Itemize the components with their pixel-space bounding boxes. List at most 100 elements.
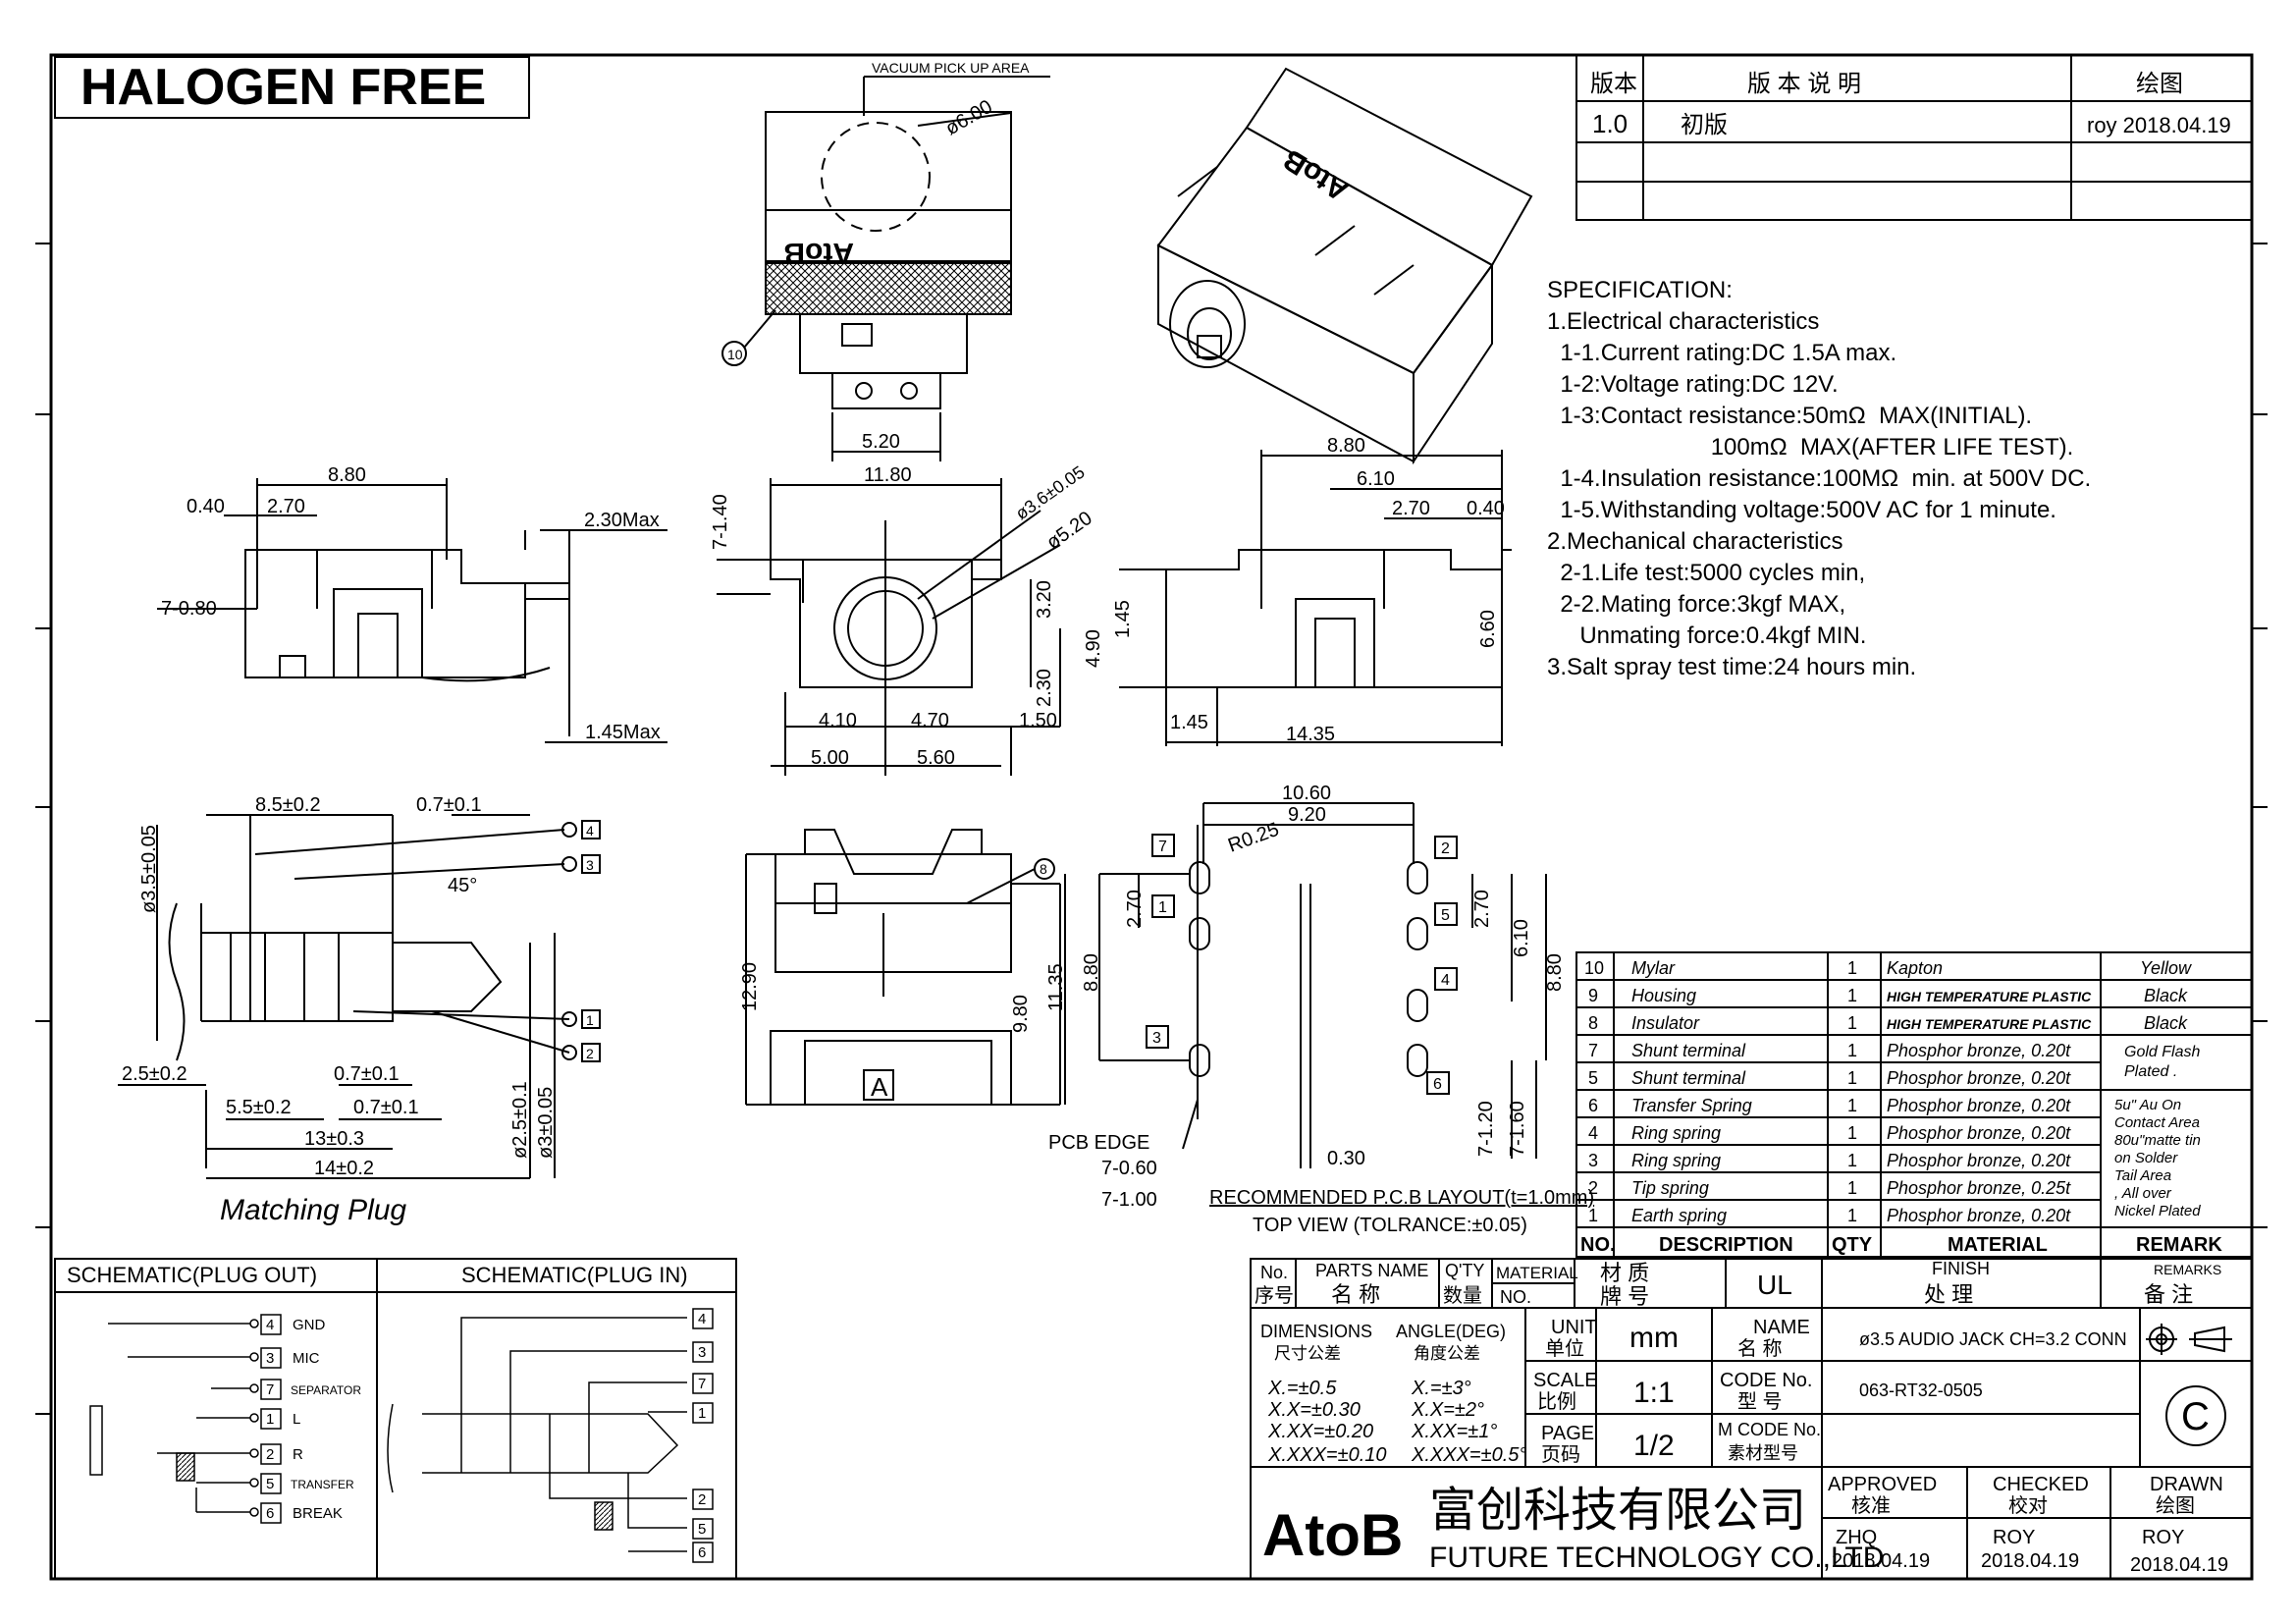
side-dim: 1.45Max bbox=[585, 722, 661, 743]
bom-no: 5 bbox=[1588, 1068, 1598, 1088]
spec-line: Unmating force:0.4kgf MIN. bbox=[1547, 623, 1866, 649]
tb-scale-cn: 比例 bbox=[1537, 1390, 1576, 1413]
bom-qty: 1 bbox=[1847, 958, 1857, 978]
bom-remark-plating: on Solder bbox=[2114, 1150, 2178, 1166]
rear-dim: 0.40 bbox=[1467, 498, 1505, 519]
sch-out-pin: 1 bbox=[266, 1411, 274, 1428]
spec-line: 2.Mechanical characteristics bbox=[1547, 528, 1842, 555]
schematic-in-title: SCHEMATIC(PLUG IN) bbox=[461, 1263, 688, 1287]
bom-desc: Shunt terminal bbox=[1631, 1068, 1746, 1088]
bom-mat: Phosphor bronze, 0.20t bbox=[1887, 1206, 2071, 1225]
pcb-caption: TOP VIEW (TOLRANCE:±0.05) bbox=[1253, 1215, 1527, 1236]
bom-mat: Phosphor bronze, 0.20t bbox=[1887, 1096, 2071, 1115]
plug-dim: 14±0.2 bbox=[314, 1158, 374, 1179]
schematic-grid bbox=[54, 1258, 737, 1580]
front-dim: 2.30 bbox=[1034, 669, 1055, 707]
pcb-edge-label: PCB EDGE bbox=[1048, 1132, 1149, 1154]
pcb-dim: 7-1.20 bbox=[1475, 1101, 1497, 1157]
schematic-out-wires bbox=[89, 1314, 282, 1524]
bom-qty: 1 bbox=[1847, 1123, 1857, 1143]
spec-line: 100mΩ MAX(AFTER LIFE TEST). bbox=[1547, 434, 2073, 460]
bom-qty: 1 bbox=[1847, 1206, 1857, 1225]
bom-desc: Transfer Spring bbox=[1631, 1096, 1752, 1115]
tb-no-cn: 序号 bbox=[1255, 1284, 1294, 1307]
rear-dim: 4.90 bbox=[1083, 629, 1104, 668]
spec-line: 1-4.Insulation resistance:100MΩ min. at … bbox=[1547, 465, 2091, 492]
pcb-dim: 7-1.60 bbox=[1507, 1101, 1528, 1157]
pcb-dim: 9.20 bbox=[1288, 804, 1326, 826]
tb-parts: PARTS NAME bbox=[1315, 1261, 1428, 1280]
bom-header-no: NO. bbox=[1580, 1234, 1616, 1256]
rev-header-version: 版本 bbox=[1590, 71, 1637, 97]
tb-tol-ang: X.XX=±1° bbox=[1411, 1421, 1497, 1442]
side-dim: 7-0.80 bbox=[161, 598, 217, 620]
tb-checked-cn: 校对 bbox=[2008, 1494, 2048, 1517]
sch-out-pin: 3 bbox=[266, 1350, 274, 1367]
rear-dim: 2.70 bbox=[1392, 498, 1430, 519]
bom-header-qty: QTY bbox=[1832, 1234, 1873, 1256]
company-en: FUTURE TECHNOLOGY CO.,LTD bbox=[1429, 1542, 1884, 1574]
top-brand: AtoB bbox=[783, 237, 854, 269]
schematic-in-wires bbox=[387, 1308, 714, 1563]
bom-remarks: Gold Flash Plated . 5u" Au On Contact Ar… bbox=[2114, 1044, 2201, 1219]
bom-no: 10 bbox=[1584, 958, 1604, 978]
tb-finish: FINISH bbox=[1932, 1259, 1990, 1278]
plug-dim: 2.5±0.2 bbox=[122, 1063, 187, 1085]
rear-dim: 1.45 bbox=[1170, 712, 1208, 733]
pcb-dim: 7-0.60 bbox=[1101, 1158, 1157, 1179]
pcb-dim: 11.35 bbox=[1045, 963, 1067, 1011]
tb-unit-val: mm bbox=[1629, 1322, 1679, 1354]
bom-no: 3 bbox=[1588, 1151, 1598, 1170]
bom-headers: NO. DESCRIPTION QTY MATERIAL REMARK bbox=[1580, 1234, 2222, 1256]
front-dim: 7-1.40 bbox=[710, 494, 731, 550]
tb-code-cn: 型 号 bbox=[1737, 1390, 1783, 1413]
bom-qty: 1 bbox=[1847, 1096, 1857, 1115]
frame-ticks bbox=[35, 243, 2268, 1415]
schematic-out-title: SCHEMATIC(PLUG OUT) bbox=[67, 1263, 317, 1287]
bottom-mark: A bbox=[871, 1072, 888, 1102]
sch-out-label: SEPARATOR bbox=[291, 1383, 361, 1397]
bom-remark-gold: Gold Flash bbox=[2124, 1044, 2200, 1060]
bom-desc: Shunt terminal bbox=[1631, 1041, 1746, 1060]
pcb-pad-5: 5 bbox=[1441, 907, 1450, 924]
specification: SPECIFICATION: 1.Electrical characterist… bbox=[1547, 277, 2091, 680]
tb-tol-lin: X.XX=±0.20 bbox=[1267, 1421, 1373, 1442]
tb-tol-ang: X.=±3° bbox=[1411, 1378, 1471, 1399]
bom-qty: 1 bbox=[1847, 1068, 1857, 1088]
sch-out-label: R bbox=[293, 1446, 303, 1463]
sch-in-pin: 2 bbox=[698, 1491, 706, 1508]
tb-drawn-by: ROY bbox=[2142, 1527, 2184, 1548]
bom-mat: Phosphor bronze, 0.20t bbox=[1887, 1123, 2071, 1143]
title-block-fields: UNIT 单位 mm SCALE 比例 1:1 PAGE 页码 1/2 NAME… bbox=[1533, 1317, 2210, 1466]
bom-remark-plating: , All over bbox=[2114, 1185, 2172, 1202]
bom-desc: Insulator bbox=[1631, 1013, 1700, 1033]
plug-dim: ø3.5±0.05 bbox=[138, 825, 160, 913]
bom-desc: Ring spring bbox=[1631, 1151, 1721, 1170]
tb-unit: UNIT bbox=[1551, 1317, 1597, 1338]
bom-remark-gold: Plated . bbox=[2124, 1063, 2177, 1080]
bom-mat: HIGH TEMPERATURE PLASTIC bbox=[1887, 989, 2092, 1004]
pcb-dim: 0.30 bbox=[1327, 1148, 1365, 1169]
tb-remarks-cn: 备 注 bbox=[2144, 1282, 2193, 1307]
company-cn: 富创科技有限公司 bbox=[1429, 1485, 1806, 1537]
tb-tol-ang: X.XXX=±0.5° bbox=[1411, 1444, 1526, 1466]
plug-dim: 0.7±0.1 bbox=[416, 794, 482, 816]
side-dim: 8.80 bbox=[328, 464, 366, 486]
plug-title: Matching Plug bbox=[220, 1194, 406, 1226]
tb-qty-cn: 数量 bbox=[1443, 1284, 1482, 1307]
plug-dim: 0.7±0.1 bbox=[334, 1063, 400, 1085]
tb-checked-by: ROY bbox=[1993, 1527, 2035, 1548]
tb-scale: SCALE bbox=[1533, 1370, 1598, 1391]
bom-remark-plating: 80u"matte tin bbox=[2114, 1132, 2201, 1149]
halogen-banner-box bbox=[54, 56, 530, 119]
bom-desc: Earth spring bbox=[1631, 1206, 1727, 1225]
tb-unit-cn: 单位 bbox=[1545, 1337, 1584, 1360]
schematic-in-labels: 4 3 7 1 2 5 6 bbox=[698, 1311, 706, 1561]
sch-out-pin: 6 bbox=[266, 1505, 274, 1522]
bom-mat: Phosphor bronze, 0.20t bbox=[1887, 1041, 2071, 1060]
bom-mat: HIGH TEMPERATURE PLASTIC bbox=[1887, 1016, 2092, 1032]
sch-out-pin: 7 bbox=[266, 1381, 274, 1398]
spec-line: 2-1.Life test:5000 cycles min, bbox=[1547, 560, 1865, 586]
sch-in-pin: 3 bbox=[698, 1344, 706, 1361]
sch-out-label: TRANSFER bbox=[291, 1478, 354, 1491]
